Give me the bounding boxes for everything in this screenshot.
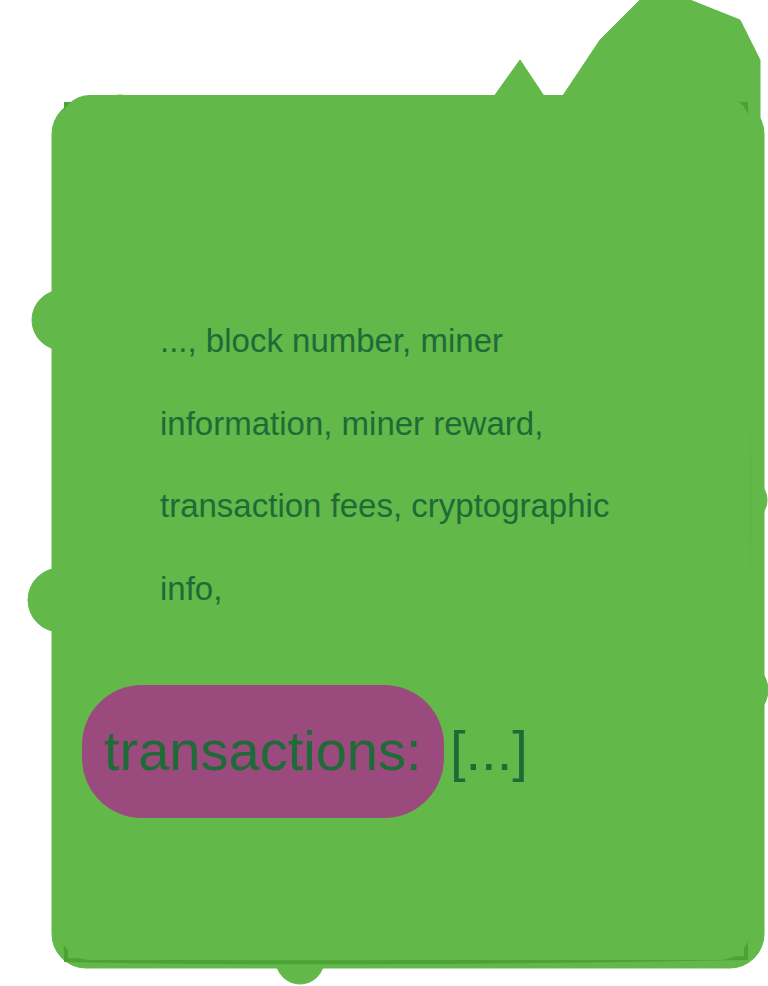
green-fill	[28, 0, 768, 984]
transactions-key: transactions:	[104, 719, 422, 783]
transactions-array: [...]	[450, 719, 528, 783]
block-box: ..., block number, miner information, mi…	[60, 95, 750, 960]
transactions-highlight: transactions:	[82, 685, 444, 818]
block-fields: ..., block number, miner information, mi…	[160, 300, 680, 630]
